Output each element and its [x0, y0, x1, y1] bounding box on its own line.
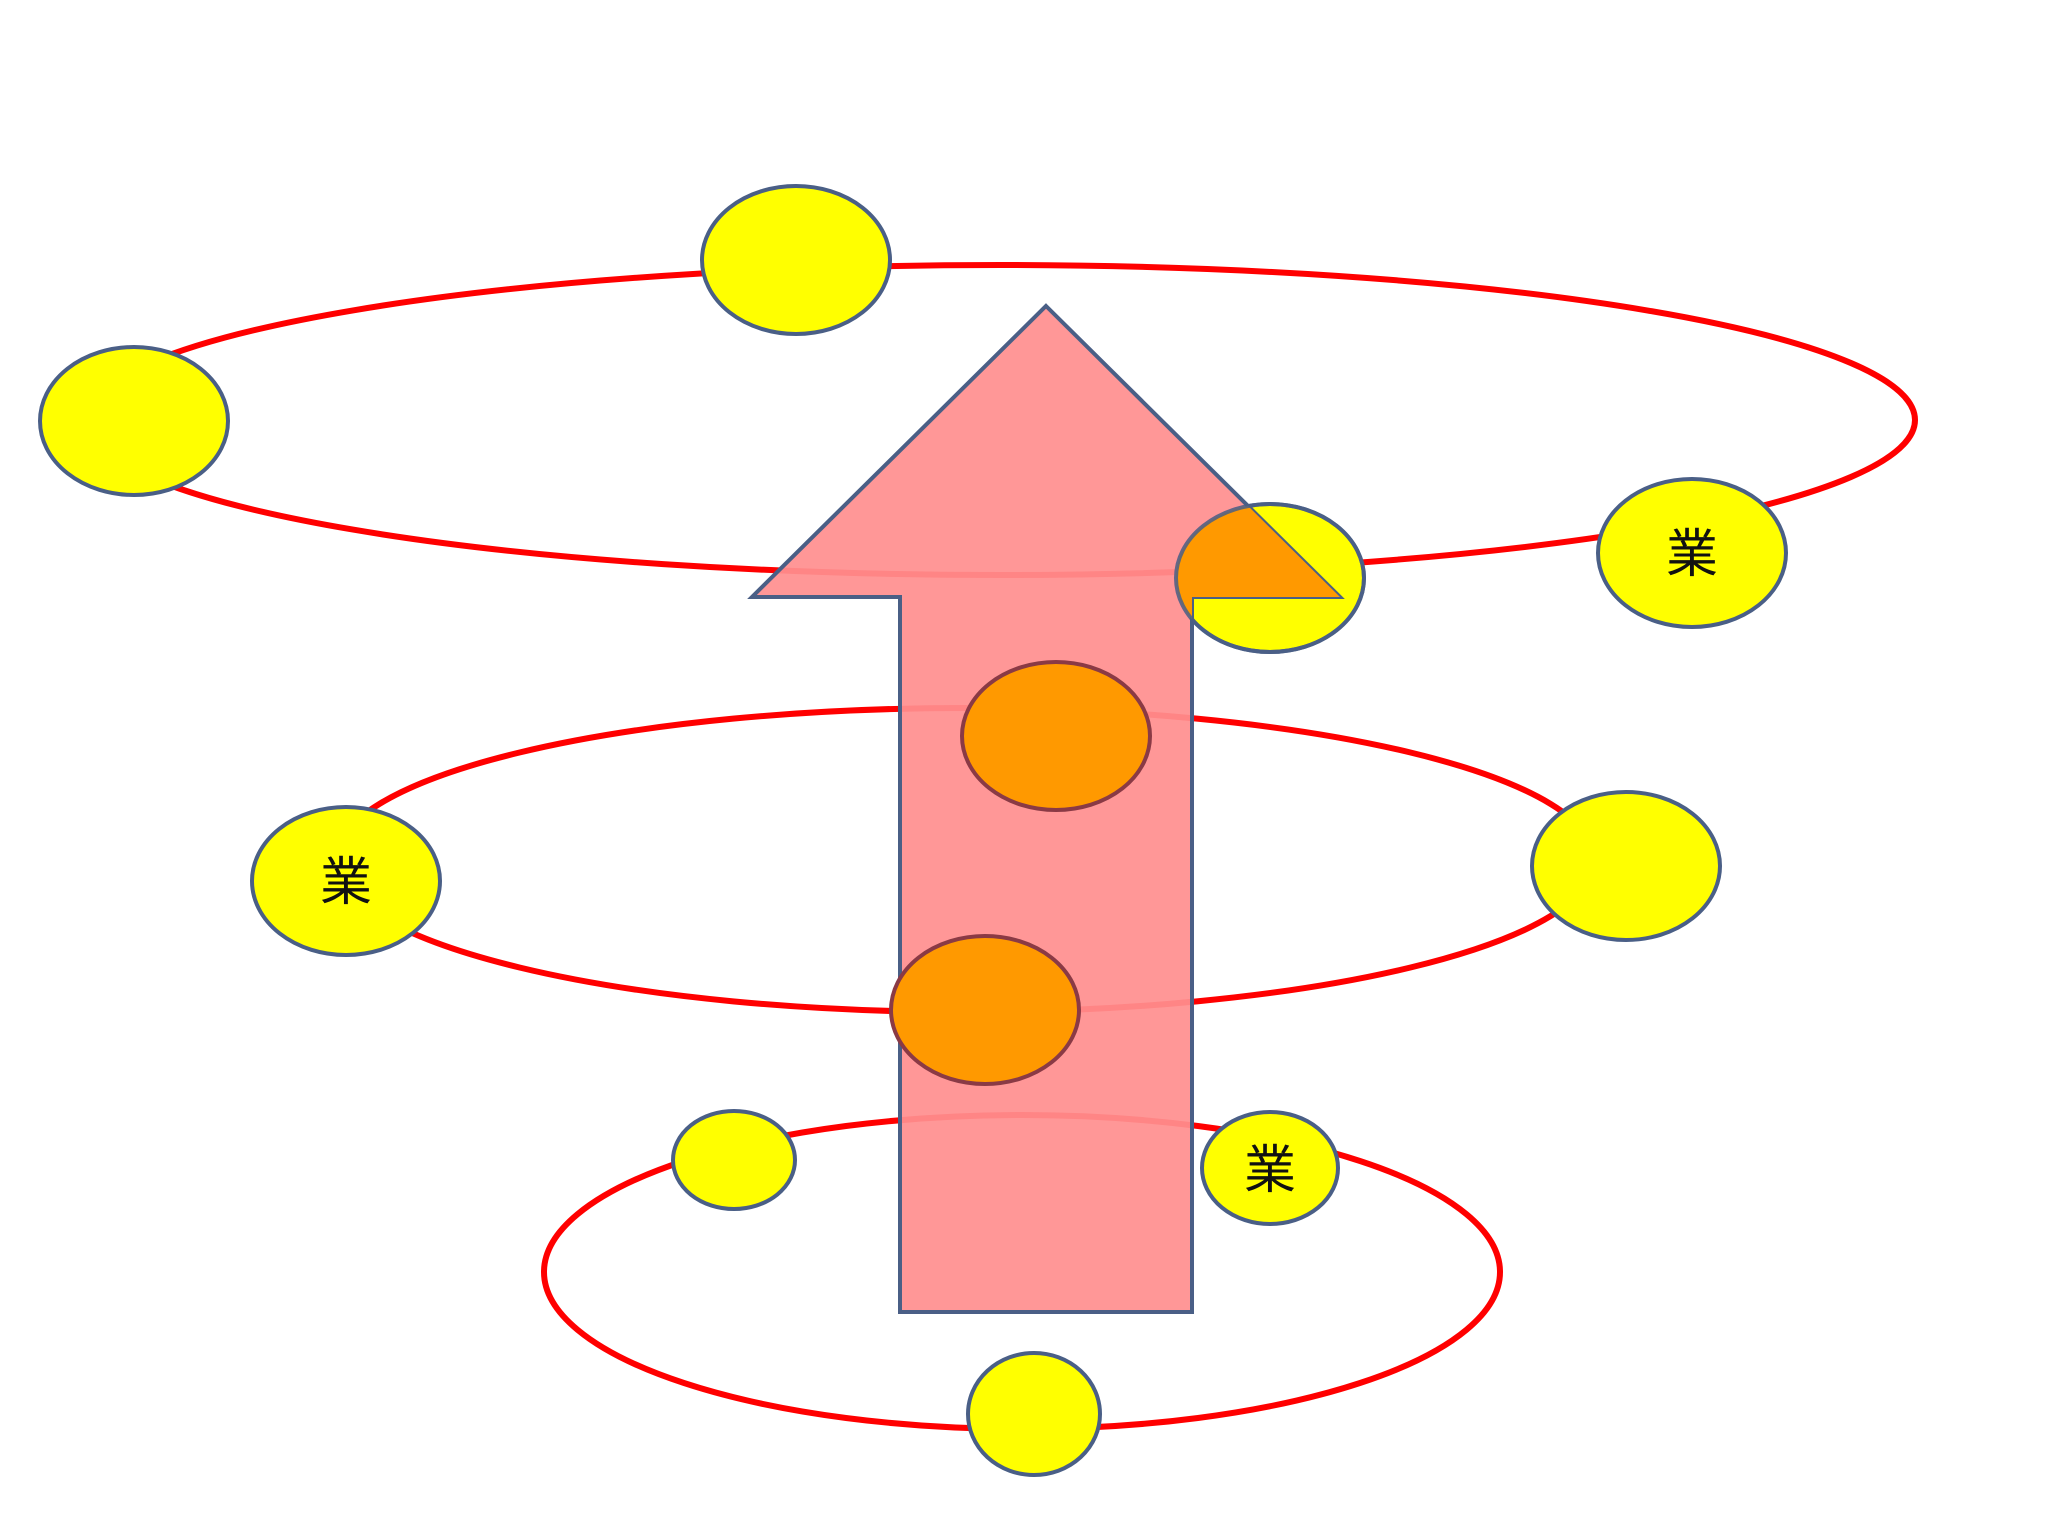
- node-middle-bottom-center: [889, 934, 1081, 1086]
- node-top-right-near-arrow-outline: [1174, 502, 1366, 654]
- node-middle-right: [1530, 790, 1722, 942]
- node-top-center: [700, 184, 892, 336]
- node-bottom-left: [671, 1109, 797, 1211]
- arrow-node-overlap: [1176, 504, 1340, 652]
- node-bottom-right-label: 業: [1244, 1141, 1296, 1201]
- node-top-left: [38, 345, 230, 497]
- node-middle-top-center: [960, 660, 1152, 812]
- node-middle-left: [250, 805, 442, 957]
- node-bottom-center: [966, 1351, 1102, 1477]
- node-middle-left-label: 業: [320, 853, 372, 913]
- node-top-right-label: 業: [1666, 525, 1718, 585]
- node-bottom-right: [1200, 1110, 1340, 1226]
- node-top-right: [1596, 477, 1788, 629]
